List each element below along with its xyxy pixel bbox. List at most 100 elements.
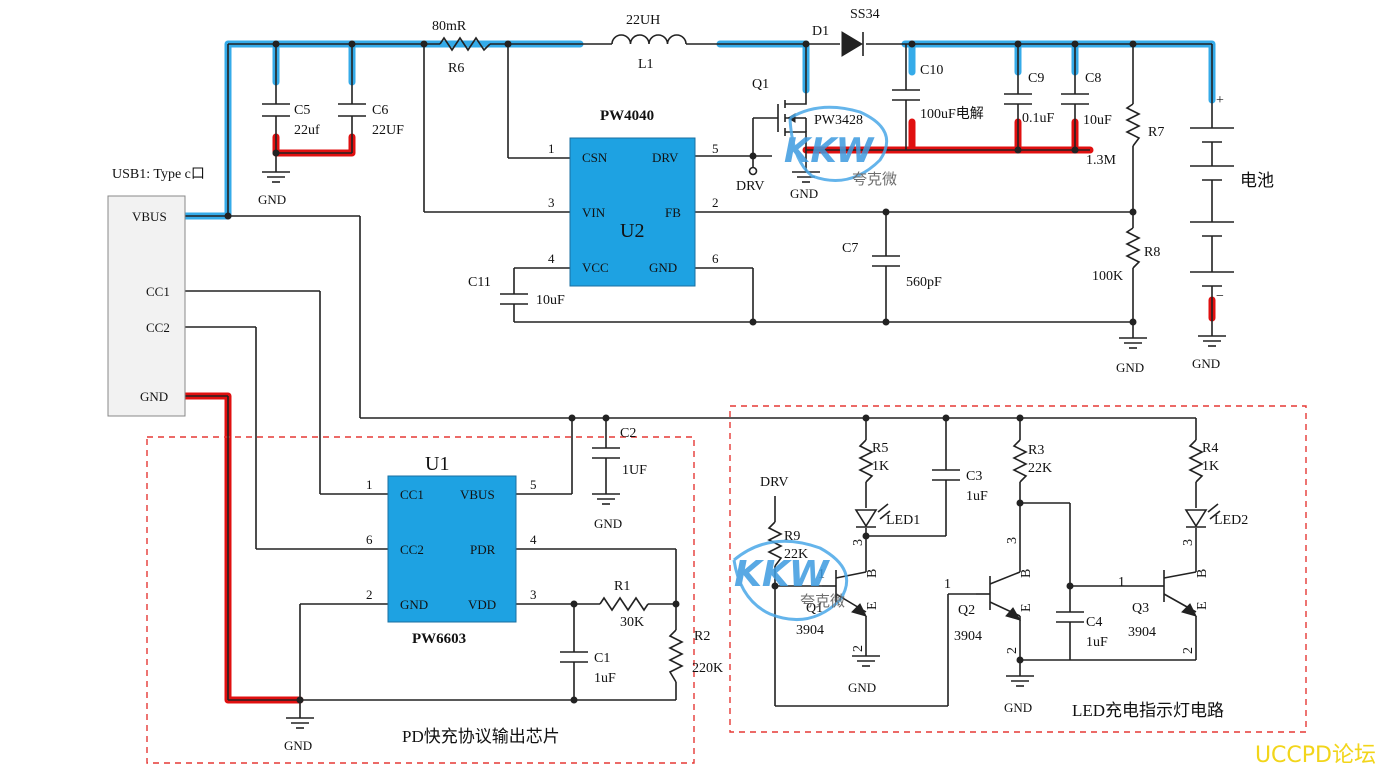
u1-pin-cc2: CC2	[400, 542, 424, 557]
resistor-r3: R3 22K	[1012, 439, 1052, 483]
capacitor-c8: C8 10uF	[1061, 71, 1112, 128]
u1-pin-gnd: GND	[400, 597, 428, 612]
c2-ref: C2	[620, 426, 636, 441]
c10-ref: C10	[920, 63, 943, 78]
usb-pin-cc2: CC2	[146, 320, 170, 335]
r1-ref: R1	[614, 579, 630, 594]
c7-value: 560pF	[906, 275, 942, 290]
r4-value: 1K	[1202, 459, 1219, 474]
capacitor-c11: C11 10uF	[468, 275, 565, 308]
c8-value: 10uF	[1083, 113, 1112, 128]
drv-testpoint	[748, 166, 758, 176]
junctions	[224, 40, 1137, 704]
c1-value: 1uF	[594, 671, 616, 686]
q2-base: B	[1019, 569, 1034, 578]
c11-ref: C11	[468, 275, 491, 290]
led-section-title: LED充电指示灯电路	[1072, 701, 1224, 720]
watermark-logo-bottom: KKW	[734, 554, 831, 595]
u2-pin4-num: 4	[548, 251, 555, 266]
c9-value: 0.1uF	[1022, 111, 1055, 126]
u2-pin2-num: 2	[712, 195, 719, 210]
r5-ref: R5	[872, 441, 888, 456]
q1-ref: Q1	[752, 77, 769, 92]
d1-ref: D1	[812, 24, 829, 39]
battery-label: 电池	[1240, 171, 1274, 190]
q1b-pin1: 1	[818, 567, 825, 582]
capacitor-c2: C2 1UF	[592, 426, 647, 478]
gnd-label-r8: GND	[1116, 360, 1144, 375]
c6-value: 22UF	[372, 123, 404, 138]
gnd-label-q2: GND	[1004, 700, 1032, 715]
u2-pin5-num: 5	[712, 141, 719, 156]
u2-pin-gnd: GND	[649, 260, 677, 275]
usb-label: USB1: Type c口	[112, 167, 205, 182]
c10-value: 100uF电解	[920, 106, 984, 122]
r4-ref: R4	[1202, 441, 1218, 456]
r9-value: 22K	[784, 547, 808, 562]
c2-value: 1UF	[622, 463, 647, 478]
usb-pin-vbus: VBUS	[132, 209, 167, 224]
u1-pin2-num: 2	[366, 587, 373, 602]
u2-pin-vin: VIN	[582, 205, 606, 220]
watermark-brand-top: 夸克微	[852, 170, 897, 188]
resistor-r9: R9 22K DRV	[760, 475, 808, 567]
q2-emitter: E	[1019, 603, 1034, 612]
gnd-label-c2: GND	[594, 516, 622, 531]
q1b-pin2: 2	[851, 645, 866, 652]
resistor-r6: 80mR R6	[432, 19, 491, 76]
c8-ref: C8	[1085, 71, 1101, 86]
gnd-symbol-q2: GND	[1004, 675, 1034, 715]
gnd-symbol-r8: GND	[1116, 337, 1147, 375]
q3-pin3: 3	[1181, 539, 1196, 546]
u1-pin-vdd: VDD	[468, 597, 496, 612]
capacitor-c1: C1 1uF	[560, 651, 616, 686]
c3-value: 1uF	[966, 489, 988, 504]
u2-pin1-num: 1	[548, 141, 555, 156]
u1-pin4-num: 4	[530, 532, 537, 547]
q3-base: B	[1195, 569, 1210, 578]
c1-ref: C1	[594, 651, 610, 666]
r3-ref: R3	[1028, 443, 1044, 458]
gnd-label-c5: GND	[258, 192, 286, 207]
q3-emitter: E	[1195, 601, 1210, 610]
q3-value: 3904	[1128, 625, 1156, 640]
u2-pin6-num: 6	[712, 251, 719, 266]
q3-pin2: 2	[1181, 647, 1196, 654]
capacitor-c4: C4 1uF	[1056, 611, 1108, 650]
drv-label-led: DRV	[760, 475, 788, 490]
u1-designator: U1	[425, 453, 449, 475]
r2-value: 220K	[692, 661, 723, 676]
r6-ref: R6	[448, 61, 464, 76]
u2-pin-vcc: VCC	[582, 260, 609, 275]
pd-section-border	[146, 436, 695, 764]
c5-value: 22uf	[294, 123, 320, 138]
u1-part: PW6603	[412, 631, 466, 647]
r8-value: 100K	[1092, 269, 1123, 284]
u1-pin1-num: 1	[366, 477, 373, 492]
u2-designator: U2	[620, 220, 644, 242]
capacitor-c7: C7 560pF	[842, 241, 942, 290]
u1-pin-pdr: PDR	[470, 542, 496, 557]
u2-pin-fb: FB	[665, 205, 681, 220]
q2-pin2: 2	[1005, 647, 1020, 654]
q3-ref: Q3	[1132, 601, 1149, 616]
diode-d1: D1 SS34	[812, 7, 880, 57]
r8-ref: R8	[1144, 245, 1160, 260]
q1b-value: 3904	[796, 623, 824, 638]
r5-value: 1K	[872, 459, 889, 474]
mosfet-q1: Q1 PW3428	[752, 77, 863, 136]
q2-value: 3904	[954, 629, 982, 644]
l1-value: 22UH	[626, 13, 660, 28]
battery-plus: +	[1216, 93, 1224, 108]
transistor-q1b: 1 3 B E 2 Q1 3904	[796, 539, 880, 652]
resistor-r2: R2 220K	[668, 629, 723, 683]
forum-watermark: UCCPD论坛	[1254, 743, 1376, 768]
gnd-symbol-c2: GND	[592, 493, 622, 531]
c7-ref: C7	[842, 241, 858, 256]
r7-value: 1.3M	[1086, 153, 1117, 168]
gnd-symbol-q1b: GND	[848, 655, 880, 695]
capacitor-c9: C9 0.1uF	[1004, 71, 1055, 126]
gnd-symbol-battery: GND	[1192, 335, 1226, 371]
watermark-brand-bottom: 夸克微	[800, 592, 845, 610]
